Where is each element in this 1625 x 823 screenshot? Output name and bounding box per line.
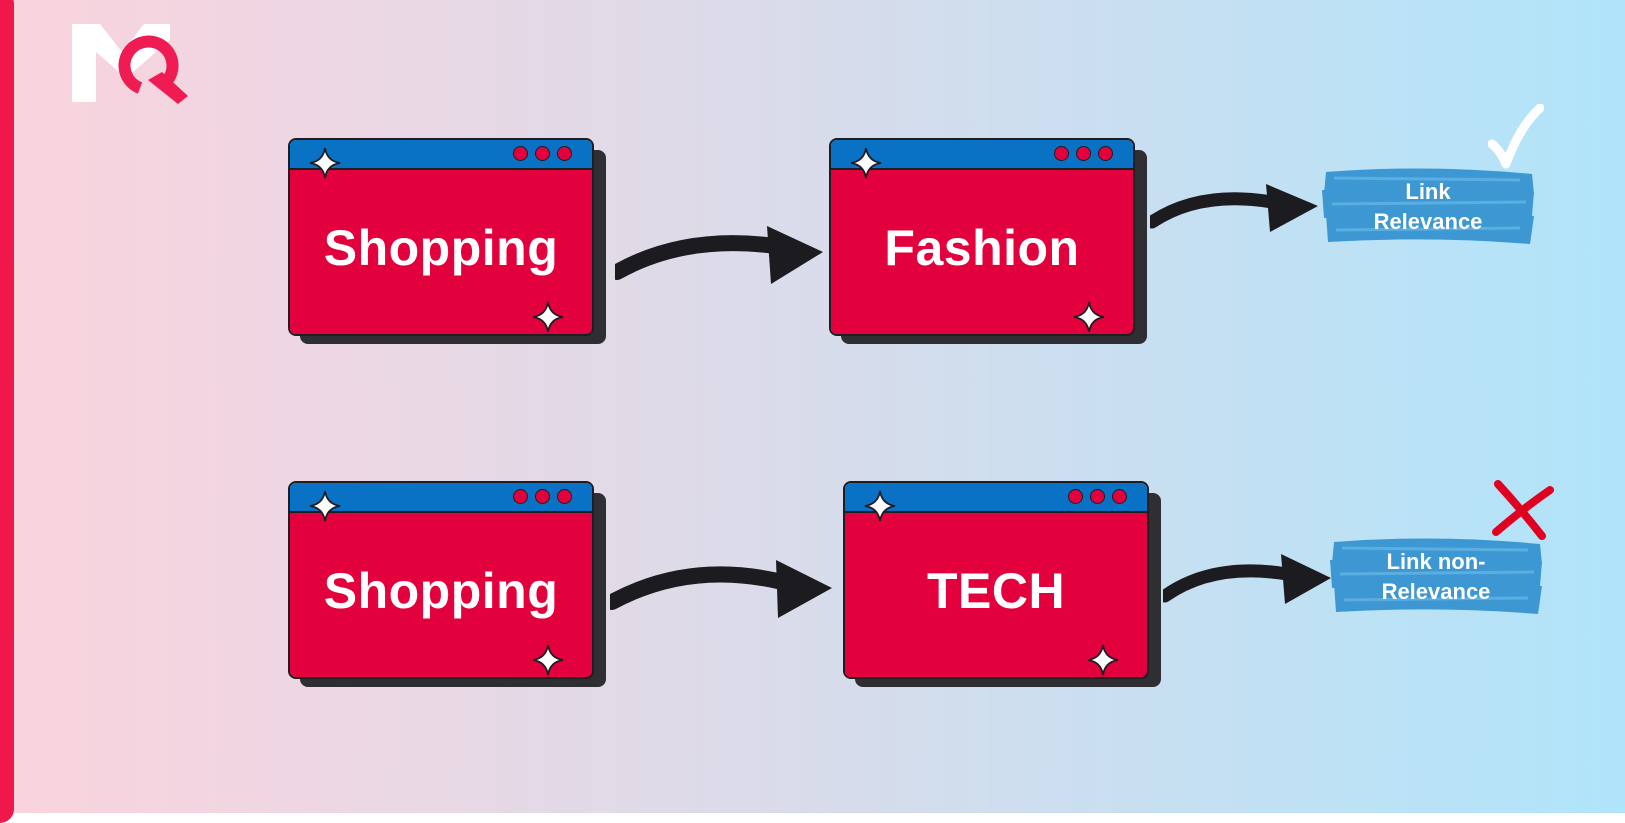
window-dot (557, 146, 572, 161)
arrow-icon (1163, 554, 1331, 604)
window-dot (1112, 489, 1127, 504)
window-tech: TECH (843, 481, 1161, 687)
window-label: Shopping (323, 220, 559, 276)
window-dot (1054, 146, 1069, 161)
link-non-relevance-badge: Link non- Relevance (1328, 534, 1544, 620)
window-titlebar (845, 483, 1147, 513)
window-frame (843, 481, 1149, 679)
window-dots (1054, 146, 1113, 161)
window-titlebar (290, 483, 592, 513)
window-shopping-top: Shopping (288, 138, 606, 344)
logo-q-ring (118, 35, 179, 94)
sparkle-icon (309, 147, 341, 179)
arrow-icon (610, 560, 832, 618)
window-dot (557, 489, 572, 504)
sparkle-icon (850, 147, 882, 179)
check-mark-icon (1488, 104, 1544, 169)
window-frame (288, 138, 594, 336)
window-dot (535, 146, 550, 161)
window-label: Shopping (323, 563, 559, 619)
window-frame (288, 481, 594, 679)
arrow-icon (1150, 184, 1318, 232)
window-dot (535, 489, 550, 504)
brush-stroke-shape (1330, 538, 1542, 614)
window-titlebar (831, 140, 1133, 170)
sparkle-icon (532, 301, 564, 333)
window-dot (1090, 489, 1105, 504)
window-body (290, 513, 592, 677)
window-body (845, 513, 1147, 677)
logo-q-tail (148, 72, 188, 104)
window-dot (1068, 489, 1083, 504)
sparkle-icon (532, 644, 564, 676)
window-label: Fashion (884, 220, 1080, 276)
window-dot (513, 146, 528, 161)
window-dot (513, 489, 528, 504)
badge-label: Link Relevance (1373, 179, 1483, 234)
side-accent-bar (0, 0, 14, 823)
link-relevance-badge: Link Relevance (1320, 164, 1536, 250)
sparkle-icon (864, 490, 896, 522)
window-dots (513, 489, 572, 504)
window-dot (1098, 146, 1113, 161)
window-body (831, 170, 1133, 334)
sparkle-icon (1087, 644, 1119, 676)
mk-logo-icon (72, 24, 188, 104)
window-dot (1076, 146, 1091, 161)
window-fashion: Fashion (829, 138, 1147, 344)
sparkle-icon (1073, 301, 1105, 333)
brush-stroke-shape (1322, 168, 1534, 244)
window-dots (1068, 489, 1127, 504)
arrow-icon (615, 226, 823, 284)
sparkle-icon (309, 490, 341, 522)
cross-mark-icon (1492, 480, 1554, 540)
window-label: TECH (926, 563, 1066, 619)
badge-label: Link non- Relevance (1381, 549, 1491, 604)
window-frame (829, 138, 1135, 336)
window-shopping-bottom: Shopping (288, 481, 606, 687)
window-dots (513, 146, 572, 161)
window-body (290, 170, 592, 334)
window-titlebar (290, 140, 592, 170)
